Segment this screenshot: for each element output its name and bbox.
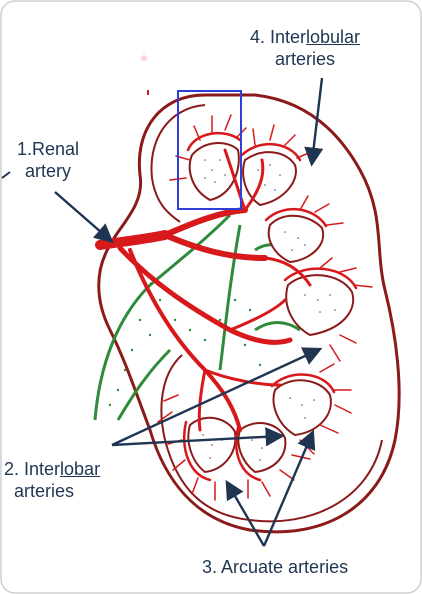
kidney-outer-outline — [97, 93, 401, 534]
label-interlobular-arteries: 4. Interlobular arteries — [230, 26, 380, 70]
label-interlobar-line2: arteries — [14, 481, 75, 501]
pyramid-5 — [272, 379, 332, 437]
label-interlobar-arteries: 2. Interlobar arteries — [4, 458, 144, 502]
label-interlobular-line2: arteries — [274, 49, 336, 69]
label-renal-line2: artery — [24, 161, 71, 181]
asterisk-mark: * — [140, 51, 148, 70]
arrow-renal — [54, 191, 114, 244]
arrow-arcuate-1 — [225, 479, 266, 547]
left-tick — [1, 171, 11, 179]
label-interlobar-underlined: lobar — [60, 459, 101, 479]
pyramid-4 — [285, 274, 355, 337]
pyramid-stipple — [202, 159, 336, 461]
renal-artery-trunk — [95, 230, 170, 250]
label-interlobular-underlined: lobular — [305, 27, 361, 47]
kidney-inner-outline-lower — [160, 354, 383, 523]
pointer-arrows — [54, 77, 324, 547]
arrow-interlobular — [304, 77, 324, 167]
arrow-arcuate-2 — [262, 429, 316, 547]
arrow-interlobar-1 — [111, 347, 323, 447]
label-renal-line1: 1.Renal — [16, 139, 80, 159]
small-red-mark — [147, 90, 149, 95]
pelvis-stipple — [108, 298, 262, 407]
label-renal-artery: 1.Renal artery — [8, 138, 88, 182]
kidney-inner-outline — [150, 104, 206, 223]
label-arcuate-arteries: 3. Arcuate arteries — [202, 557, 349, 577]
label-interlobar-prefix: 2. Inter — [4, 459, 61, 479]
pyramid-3 — [267, 214, 325, 264]
label-interlobular-prefix: 4. Inter — [249, 27, 306, 47]
highlight-box — [177, 90, 242, 210]
arrow-interlobar-2 — [111, 427, 285, 447]
